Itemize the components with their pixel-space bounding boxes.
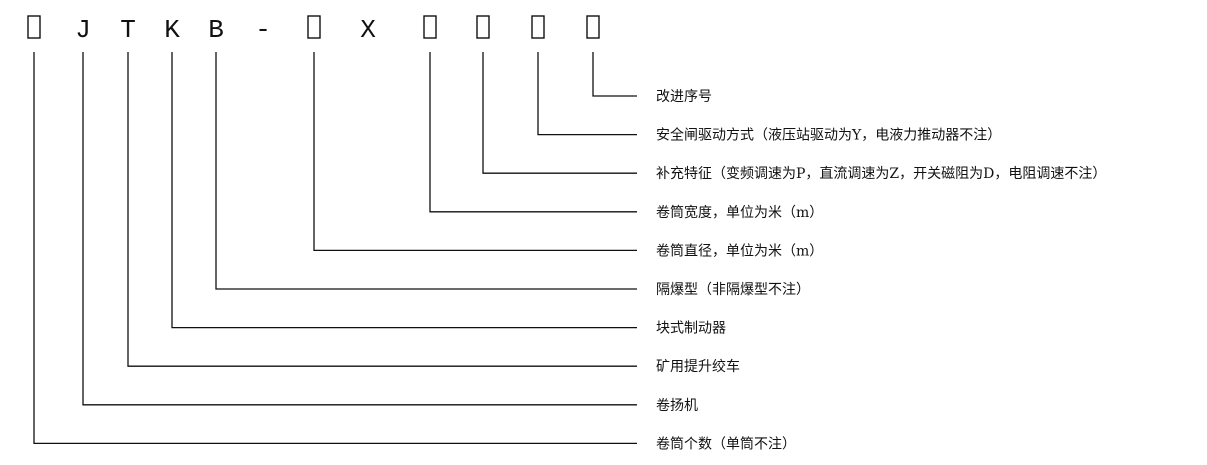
description-label-7: 矿用提升绞车 [656, 358, 740, 375]
leader-line-9 [33, 52, 637, 445]
leader-line-4 [313, 52, 637, 252]
leader-line-1 [537, 52, 637, 136]
description-label-2: 补充特征（变频调速为P，直流调速为Z，开关磁阻为D，电阻调速不注） [656, 165, 1106, 182]
placeholder-box-8 [423, 15, 437, 39]
leader-line-0 [592, 52, 637, 97]
description-label-6: 块式制动器 [656, 321, 726, 337]
description-label-9: 卷筒个数（单筒不注） [656, 435, 796, 452]
placeholder-box-6 [307, 15, 321, 39]
description-label-0: 改进序号 [656, 89, 712, 105]
placeholder-box-11 [586, 15, 600, 39]
description-label-4: 卷筒直径，单位为米（m） [656, 242, 823, 259]
description-label-5: 隔爆型（非隔爆型不注） [656, 282, 810, 298]
leader-line-3 [429, 52, 637, 213]
description-label-3: 卷筒宽度，单位为米（m） [656, 204, 823, 221]
leader-line-5 [215, 52, 637, 290]
code-char-5: - [255, 15, 271, 45]
leader-line-2 [482, 52, 637, 174]
code-char-7: X [360, 15, 376, 45]
leader-line-8 [82, 52, 637, 406]
description-label-8: 卷扬机 [656, 398, 698, 414]
placeholder-box-10 [531, 15, 545, 39]
code-char-2: T [120, 15, 136, 45]
code-char-4: B [208, 15, 224, 45]
code-char-1: J [75, 15, 91, 45]
placeholder-box-0 [27, 15, 41, 39]
leader-line-6 [171, 52, 637, 329]
leader-lines [33, 52, 637, 445]
description-label-1: 安全闸驱动方式（液压站驱动为Y，电液力推动器不注） [656, 127, 1001, 144]
placeholder-box-9 [476, 15, 490, 39]
leader-line-7 [127, 52, 637, 367]
code-char-3: K [164, 15, 180, 45]
